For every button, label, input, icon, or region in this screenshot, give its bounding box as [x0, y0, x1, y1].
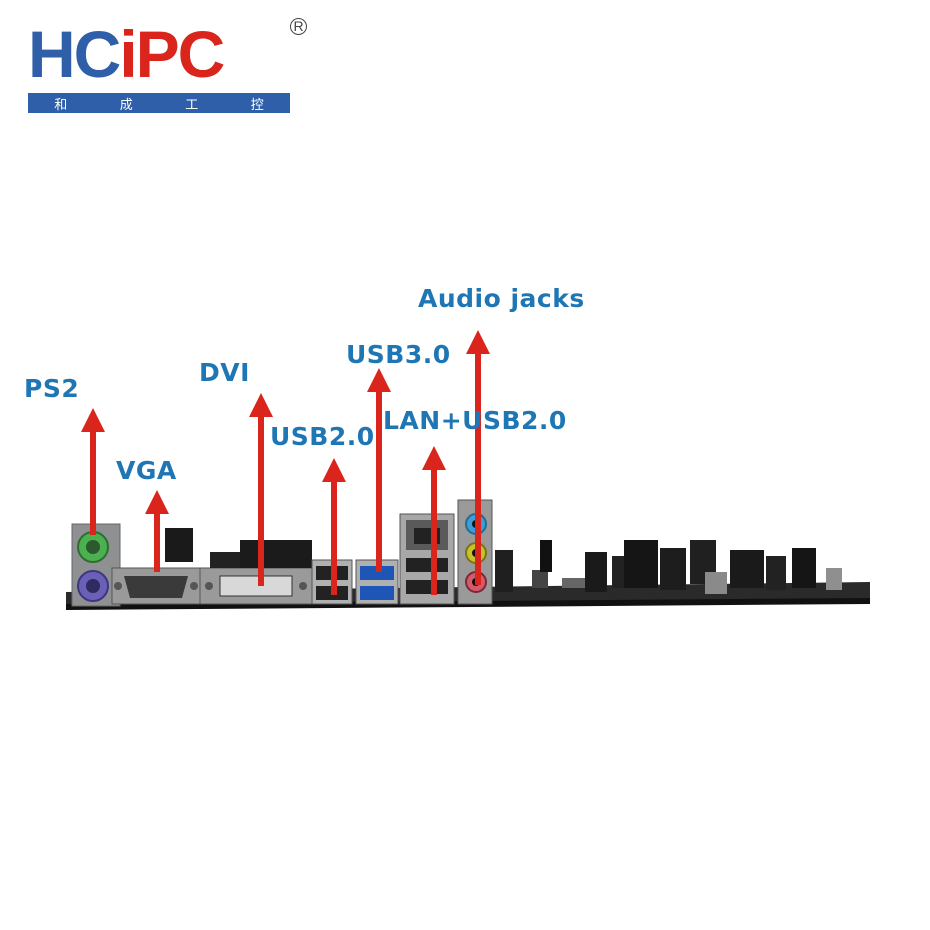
logo-subtitle-char: 控	[250, 96, 264, 112]
label-audio-jacks: Audio jacks	[418, 284, 585, 313]
logo-subtitle-bar: 和 成 工 控	[28, 93, 290, 113]
capacitor-block	[165, 528, 193, 562]
dvi-connector	[199, 540, 313, 605]
usb30-connector	[355, 559, 399, 605]
component-block	[210, 552, 240, 568]
label-vga: VGA	[116, 456, 177, 485]
label-ps2: PS2	[24, 374, 80, 403]
label-usb20: USB2.0	[270, 422, 375, 451]
logo-text-hc: HC	[28, 17, 121, 91]
lan-usb20-connector	[399, 513, 455, 605]
board-components	[495, 540, 842, 594]
label-lan-usb20: LAN+USB2.0	[383, 406, 567, 435]
logo-subtitle-char: 成	[119, 96, 133, 112]
vga-connector	[111, 567, 201, 605]
logo-subtitle-char: 和	[54, 96, 68, 112]
logo-wordmark: HCiPC	[28, 17, 225, 91]
label-usb30: USB3.0	[346, 340, 451, 369]
label-dvi: DVI	[199, 358, 250, 387]
hcipc-logo: HCiPC R 和 成 工 控	[28, 17, 307, 114]
registered-mark: R	[290, 18, 307, 35]
logo-subtitle-char: 工	[185, 96, 199, 112]
logo-text-ipc: iPC	[119, 17, 225, 91]
